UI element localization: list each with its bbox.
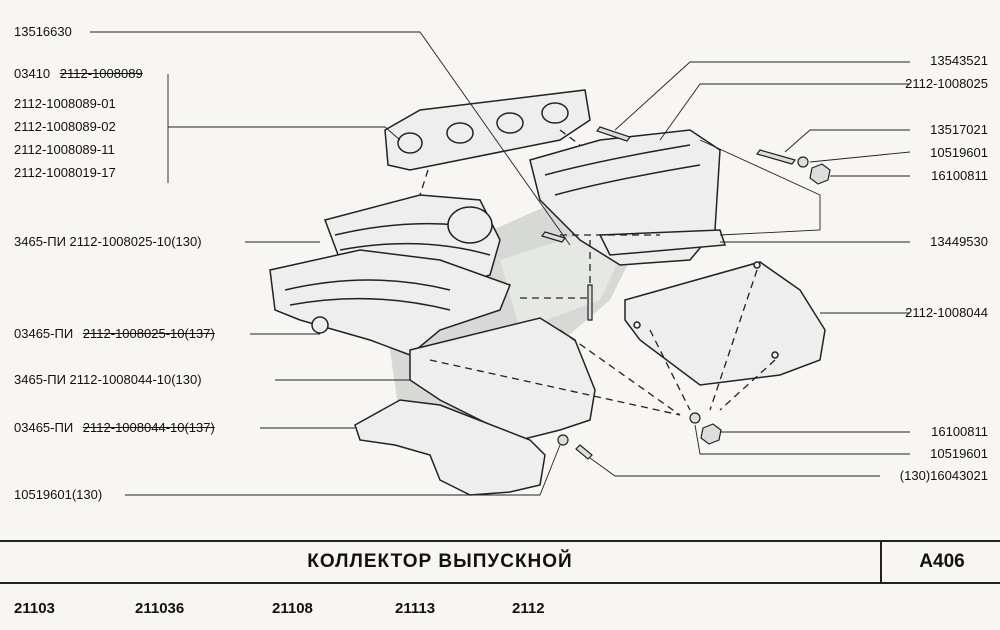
- manifold-upper: [529, 129, 727, 266]
- page-code: А406: [880, 542, 1000, 582]
- label-gasket-17: 2112-1008019-17: [14, 165, 116, 180]
- heat-shield-right: [624, 261, 826, 386]
- label-gasket-01: 2112-1008089-01: [14, 96, 116, 111]
- label-gasket-03410: 03410 2112-1008089: [14, 66, 143, 82]
- diagram-drawing: [90, 31, 911, 496]
- label-16043021: (130)16043021: [899, 468, 988, 483]
- label-10519601-bottom: 10519601: [930, 446, 988, 461]
- label-manifold-137-code: 2112-1008025-10(137): [82, 326, 215, 341]
- label-13517021: 13517021: [930, 122, 988, 137]
- model-item: 21108: [272, 600, 313, 617]
- model-item: 21103: [14, 600, 55, 617]
- model-item: 2112: [512, 600, 545, 617]
- fasteners: [541, 126, 831, 460]
- leader-lines: [90, 31, 911, 496]
- label-manifold-130: 3465-ПИ 2112-1008025-10(130): [14, 234, 202, 249]
- label-10519601-top: 10519601: [930, 145, 988, 160]
- page-title: КОЛЛЕКТОР ВЫПУСКНОЙ: [307, 551, 573, 572]
- label-2112-1008025: 2112-1008025: [905, 76, 988, 91]
- label-gasket-prefix: 03410: [14, 66, 51, 81]
- label-shield-137-code: 2112-1008044-10(137): [82, 420, 215, 435]
- label-shield-130: 3465-ПИ 2112-1008044-10(130): [14, 372, 202, 387]
- label-manifold-137: 03465-ПИ 2112-1008025-10(137): [14, 326, 215, 342]
- label-13543521: 13543521: [930, 53, 988, 68]
- assembly-lines: [419, 129, 776, 416]
- models-row: 21103 211036 21108 21113 2112: [0, 584, 1000, 630]
- title-bar: КОЛЛЕКТОР ВЫПУСКНОЙ А406: [0, 540, 1000, 584]
- heat-shield-center: [409, 317, 596, 441]
- label-2112-1008044: 2112-1008044: [905, 305, 988, 320]
- label-shield-137: 03465-ПИ 2112-1008044-10(137): [14, 420, 215, 436]
- label-16100811-bottom: 16100811: [931, 424, 988, 439]
- label-13516630: 13516630: [14, 24, 72, 39]
- model-item: 21113: [395, 600, 436, 617]
- label-manifold-137-prefix: 03465-ПИ: [14, 326, 74, 341]
- gasket: [384, 89, 591, 171]
- exploded-diagram: 13516630 03410 2112-1008089 2112-1008089…: [14, 24, 988, 502]
- label-16100811-top: 16100811: [931, 168, 988, 183]
- heat-shield-lower: [354, 399, 546, 496]
- label-gasket-11: 2112-1008089-11: [14, 142, 115, 157]
- label-gasket-code: 2112-1008089: [59, 66, 143, 81]
- manifold-137: [269, 249, 511, 356]
- model-item: 211036: [135, 600, 185, 617]
- label-shield-137-prefix: 03465-ПИ: [14, 420, 74, 435]
- label-10519601-130: 10519601(130): [14, 487, 103, 502]
- label-gasket-02: 2112-1008089-02: [14, 119, 116, 134]
- label-13449530: 13449530: [930, 234, 988, 249]
